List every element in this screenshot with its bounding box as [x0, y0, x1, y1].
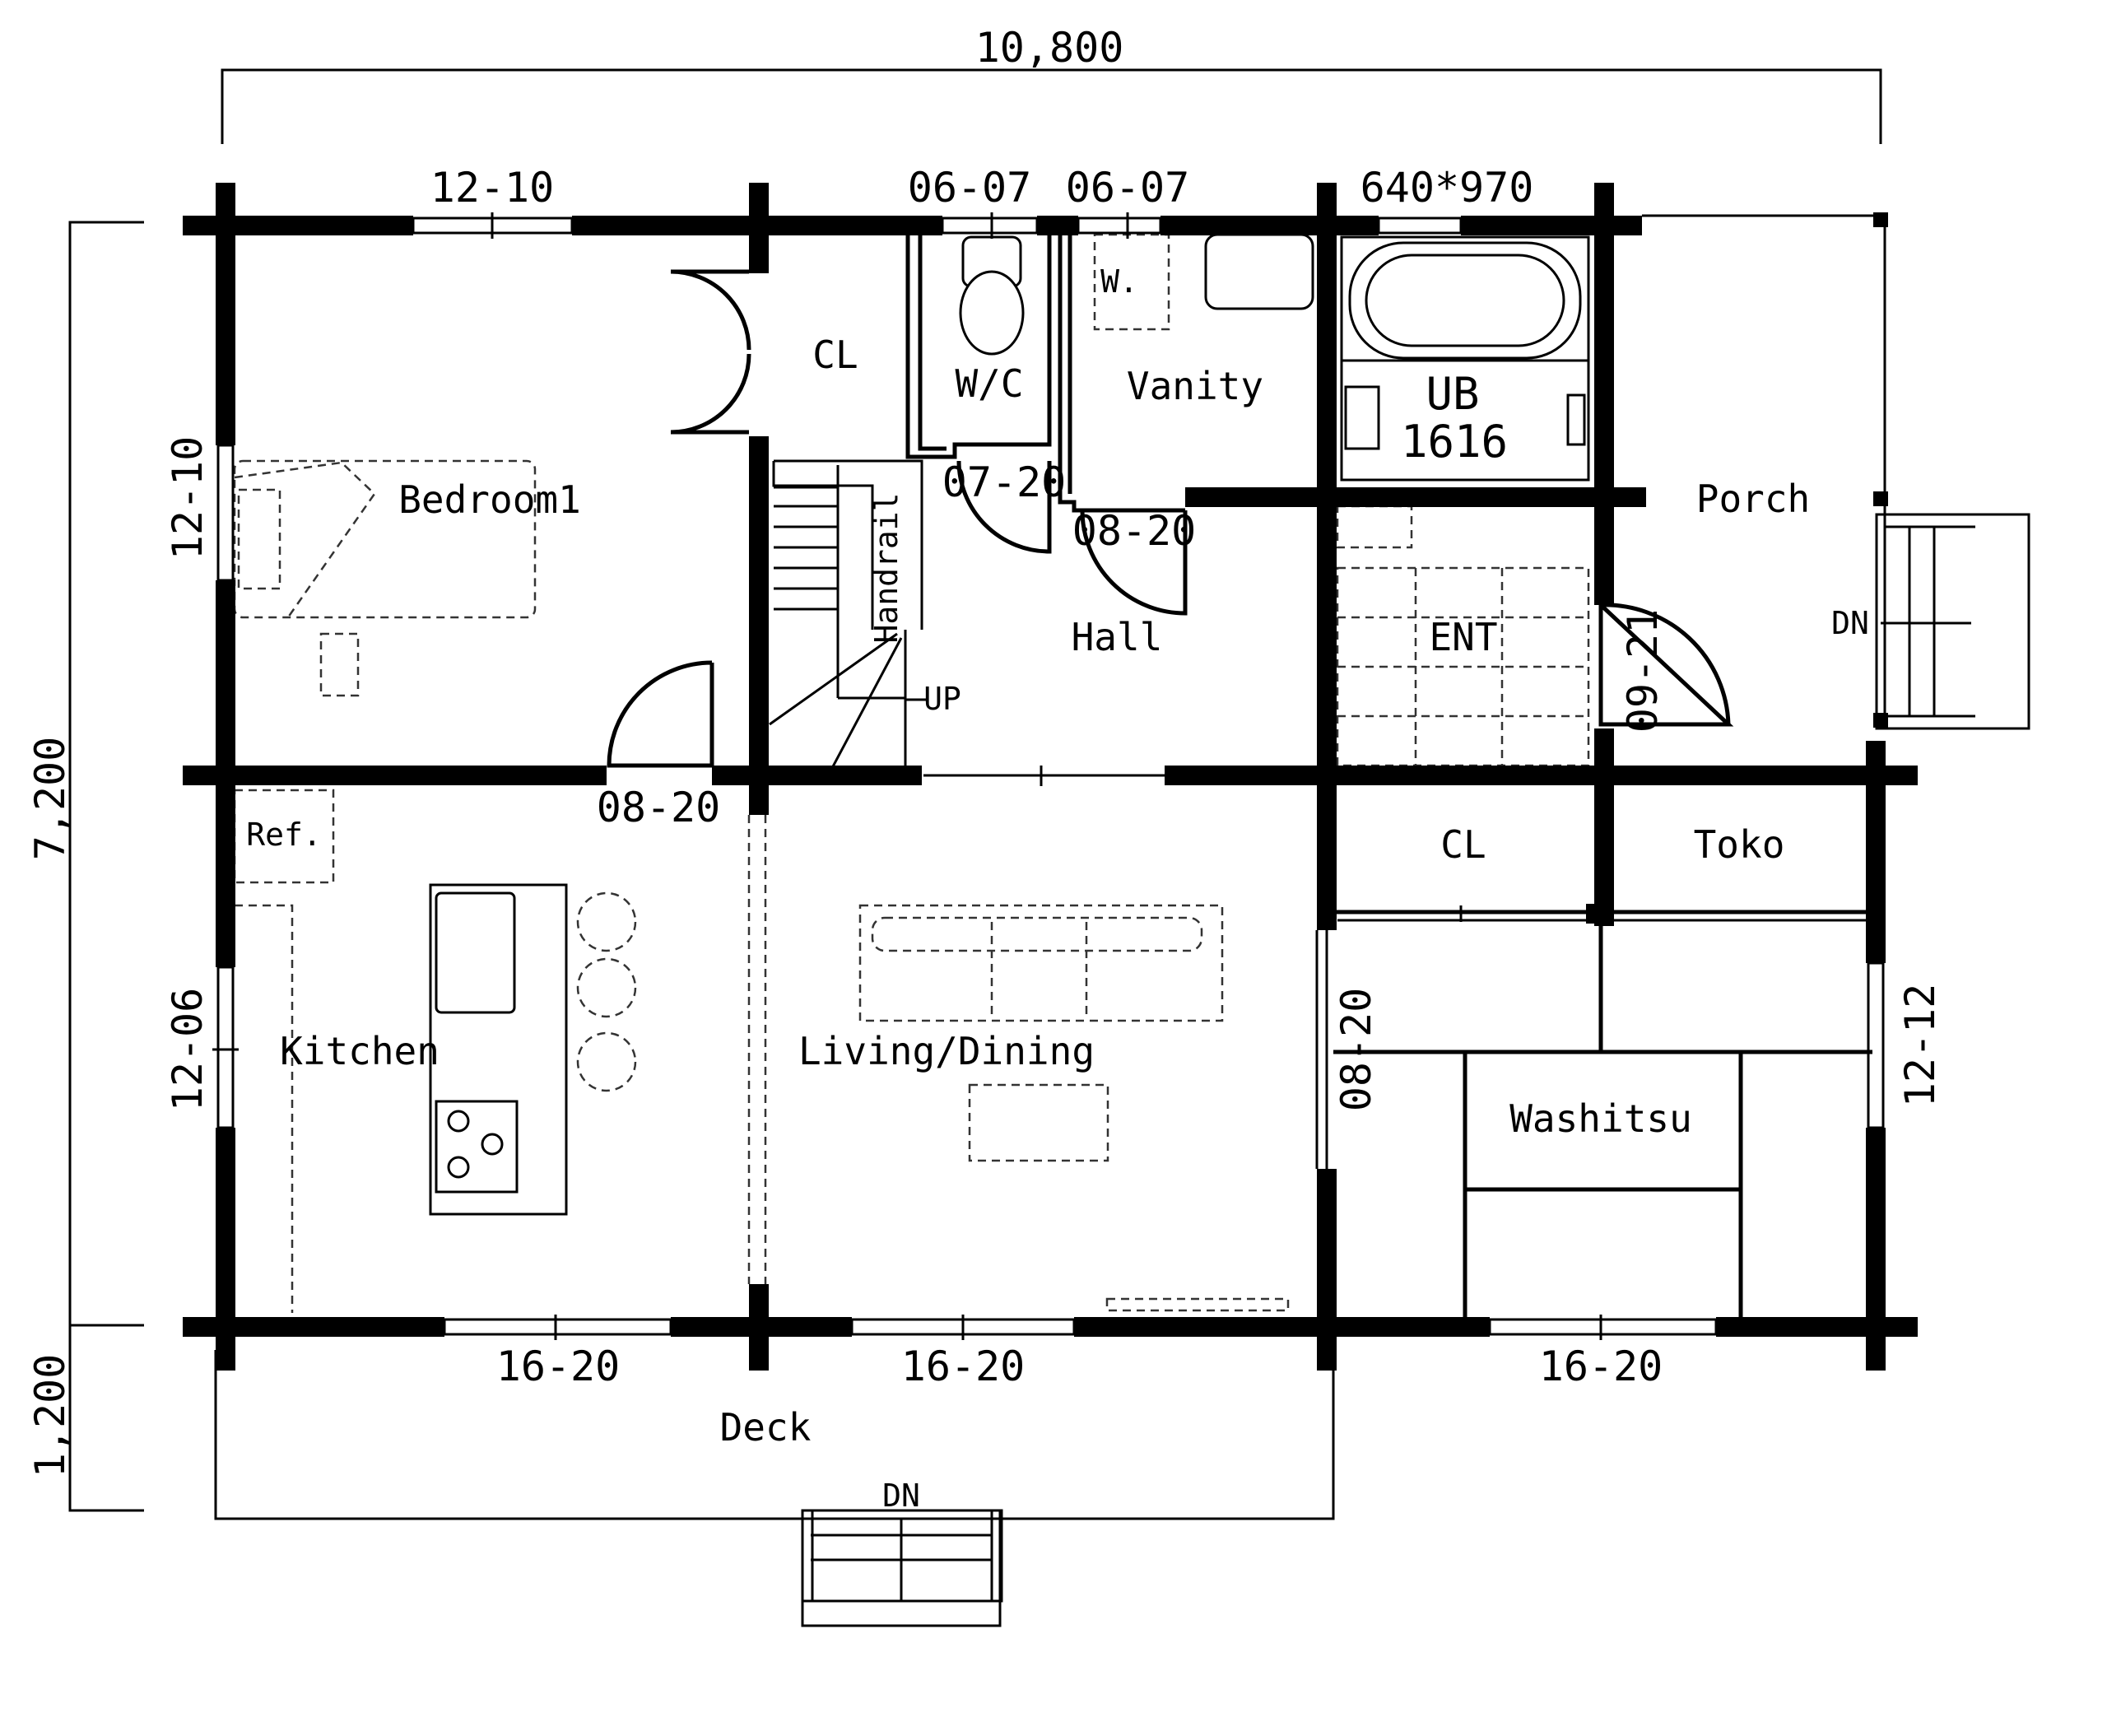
closet-upper-label: CL	[812, 333, 858, 377]
bath-window-label: 640*970	[1360, 164, 1534, 212]
overall-width-label: 10,800	[975, 24, 1124, 72]
bedroom-door-label: 08-20	[597, 784, 721, 831]
living-patio-door-label: 16-20	[901, 1343, 1026, 1390]
bedroom-side-window-label: 12-10	[164, 436, 212, 561]
porch-steps-label: DN	[1831, 605, 1869, 641]
furniture	[233, 233, 1590, 1313]
washer-label: W.	[1100, 263, 1138, 300]
wc-door-label: 07-20	[942, 458, 1067, 506]
vanity-window-label: 06-07	[1066, 164, 1190, 212]
washitsu-patio-door-label: 16-20	[1539, 1343, 1663, 1390]
kitchen-patio-door-label: 16-20	[496, 1343, 621, 1390]
walls	[183, 183, 1918, 1371]
deck-depth-label: 1,200	[26, 1354, 74, 1478]
washitsu-door-label: 08-20	[1333, 988, 1380, 1112]
unit-bath-label-2: 1616	[1401, 416, 1508, 468]
windows	[212, 212, 1885, 1340]
kitchen-window-label: 12-06	[164, 988, 212, 1112]
washitsu-side-window-label: 12-12	[1896, 984, 1944, 1108]
entry-door-label: 09-21	[1619, 609, 1667, 733]
deck-label: Deck	[720, 1405, 812, 1450]
deck-steps-label: DN	[882, 1478, 920, 1514]
deck-outline	[214, 1350, 1335, 1627]
interior-partitions	[747, 235, 1601, 1284]
vanity-label: Vanity	[1127, 364, 1263, 408]
wc-window-label: 06-07	[908, 164, 1032, 212]
washitsu-label: Washitsu	[1509, 1096, 1692, 1141]
bedroom1-label: Bedroom1	[398, 477, 581, 522]
vanity-door-label: 08-20	[1072, 507, 1197, 555]
wc-label: W/C	[955, 361, 1023, 406]
entrance-label: ENT	[1429, 615, 1497, 659]
dimension-lines	[68, 68, 1882, 1512]
closet-lower-label: CL	[1440, 822, 1486, 867]
kitchen-label: Kitchen	[280, 1029, 440, 1073]
unit-bath-label-1: UB	[1426, 368, 1479, 420]
doors	[607, 269, 1734, 1169]
tokonoma-label: Toko	[1694, 822, 1785, 867]
porch-label: Porch	[1696, 477, 1810, 521]
bedroom-top-window-label: 12-10	[430, 164, 555, 212]
refrigerator-label: Ref.	[246, 817, 322, 853]
handrail-label: Handrail	[868, 492, 905, 643]
hall-label: Hall	[1072, 615, 1163, 659]
living-dining-label: Living/Dining	[798, 1029, 1095, 1073]
stair-up-label: UP	[923, 681, 961, 717]
porch-outline	[1642, 212, 2030, 730]
main-depth-label: 7,200	[26, 737, 74, 861]
